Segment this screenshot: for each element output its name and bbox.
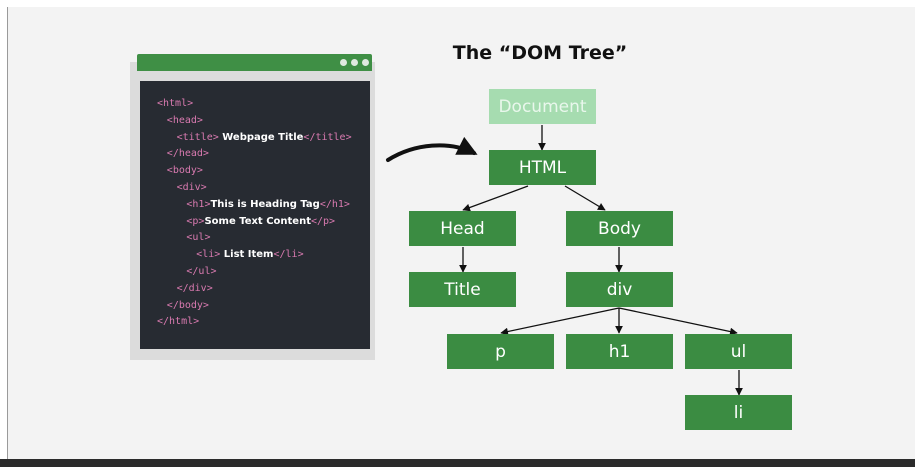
node-p: p: [447, 334, 554, 369]
node-title: Title: [409, 272, 516, 307]
code-line: <title> Webpage Title</title>: [177, 132, 352, 144]
code-tag: <h1>: [186, 198, 211, 210]
code-window-body: <html> <head> <title> Webpage Title</title…: [140, 81, 370, 349]
code-line: <html>: [157, 98, 193, 110]
code-tag: <p>: [186, 215, 205, 227]
code-tag: <li>: [196, 249, 221, 261]
code-tag: </h1>: [319, 198, 350, 210]
code-tag: <title>: [176, 131, 219, 143]
node-head: Head: [409, 211, 516, 246]
code-line: </head>: [167, 148, 209, 160]
edge-html-head: [462, 185, 529, 212]
edge-div-ul: [618, 307, 738, 336]
pointer-arrow: [386, 136, 478, 162]
code-text: Some Text Content: [204, 215, 311, 227]
node-ul: ul: [685, 334, 792, 369]
code-tag: </li>: [273, 249, 304, 261]
code-tag: </ul>: [186, 266, 217, 277]
code-line: </div>: [177, 283, 213, 295]
code-text: List Item: [220, 249, 274, 261]
code-tag: </head>: [166, 148, 209, 160]
node-div: div: [566, 272, 673, 307]
node-html: HTML: [489, 150, 596, 185]
code-tag: <head>: [166, 114, 203, 126]
code-line: <h1>This is Heading Tag</h1>: [186, 199, 350, 211]
code-text: Webpage Title: [218, 131, 304, 143]
code-line: </html>: [157, 316, 199, 328]
bottom-border: [0, 459, 915, 467]
code-text: This is Heading Tag: [210, 198, 320, 210]
code-tag: <html>: [157, 98, 194, 109]
node-li: li: [685, 395, 792, 430]
window-dot-icon: [351, 59, 358, 66]
node-document: Document: [489, 89, 596, 124]
code-line: <li> List Item</li>: [196, 249, 303, 261]
code-tag: <ul>: [186, 232, 211, 244]
code-line: <div>: [177, 182, 207, 194]
node-h1: h1: [566, 334, 673, 369]
code-line: <p>Some Text Content</p>: [186, 216, 335, 228]
code-line: <body>: [167, 165, 203, 177]
edge-div-p: [500, 307, 620, 336]
code-tag: </html>: [157, 316, 200, 328]
window-dot-icon: [340, 59, 347, 66]
window-dot-icon: [362, 59, 369, 66]
code-tag: <body>: [166, 165, 203, 177]
code-tag: </title>: [303, 131, 352, 143]
code-tag: </p>: [311, 215, 336, 227]
code-tag: </body>: [166, 299, 209, 311]
code-line: <ul>: [186, 232, 210, 244]
code-tag: <div>: [176, 182, 207, 193]
code-line: </ul>: [186, 266, 216, 278]
code-line: <head>: [167, 115, 203, 127]
node-body: Body: [566, 211, 673, 246]
code-line: </body>: [167, 300, 209, 312]
code-tag: </div>: [176, 282, 213, 294]
edge-html-body: [564, 185, 606, 211]
code-window-titlebar: [137, 54, 372, 71]
diagram-title: The “DOM Tree”: [452, 42, 628, 64]
